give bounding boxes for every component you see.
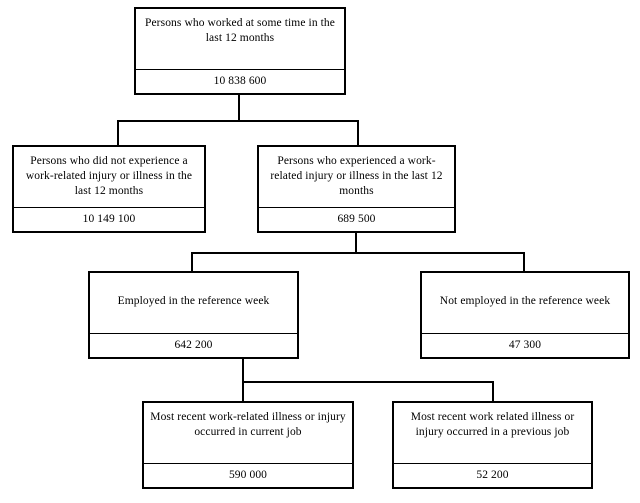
node-current-job-value: 590 000 [144, 462, 352, 487]
node-not-employed-label: Not employed in the reference week [439, 295, 611, 307]
node-no-injury[interactable]: Persons who did not experience a work-re… [12, 145, 206, 233]
connector-level1-bar [117, 120, 359, 122]
node-previous-job[interactable]: Most recent work related illness or inju… [392, 401, 593, 489]
connector-to-not-employed [523, 252, 525, 272]
connector-level2-bar [191, 252, 525, 254]
connector-to-injury [357, 120, 359, 146]
connector-to-current-job [242, 381, 244, 402]
connector-root-stem [238, 95, 240, 122]
node-no-injury-value: 10 149 100 [14, 206, 204, 231]
connector-to-no-injury [117, 120, 119, 146]
node-not-employed[interactable]: Not employed in the reference week 47 30… [420, 271, 630, 359]
connector-level3-bar [242, 381, 494, 383]
node-persons-worked-label: Persons who worked at some time in the l… [144, 17, 335, 45]
node-no-injury-label: Persons who did not experience a work-re… [25, 155, 193, 198]
node-employed[interactable]: Employed in the reference week 642 200 [88, 271, 299, 359]
node-previous-job-value: 52 200 [394, 462, 591, 487]
connector-employed-stem [242, 358, 244, 383]
node-employed-label: Employed in the reference week [117, 295, 270, 307]
node-injury-value: 689 500 [259, 206, 454, 231]
node-employed-value: 642 200 [90, 332, 297, 357]
connector-to-previous-job [492, 381, 494, 402]
node-injury[interactable]: Persons who experienced a work-related i… [257, 145, 456, 233]
connector-injury-stem [355, 232, 357, 254]
node-current-job[interactable]: Most recent work-related illness or inju… [142, 401, 354, 489]
node-not-employed-value: 47 300 [422, 332, 628, 357]
node-previous-job-label: Most recent work related illness or inju… [410, 411, 575, 439]
node-injury-label: Persons who experienced a work-related i… [270, 155, 443, 198]
node-persons-worked-value: 10 838 600 [136, 68, 344, 93]
node-persons-worked[interactable]: Persons who worked at some time in the l… [134, 7, 346, 95]
node-current-job-label: Most recent work-related illness or inju… [150, 411, 346, 439]
connector-to-employed [191, 252, 193, 272]
